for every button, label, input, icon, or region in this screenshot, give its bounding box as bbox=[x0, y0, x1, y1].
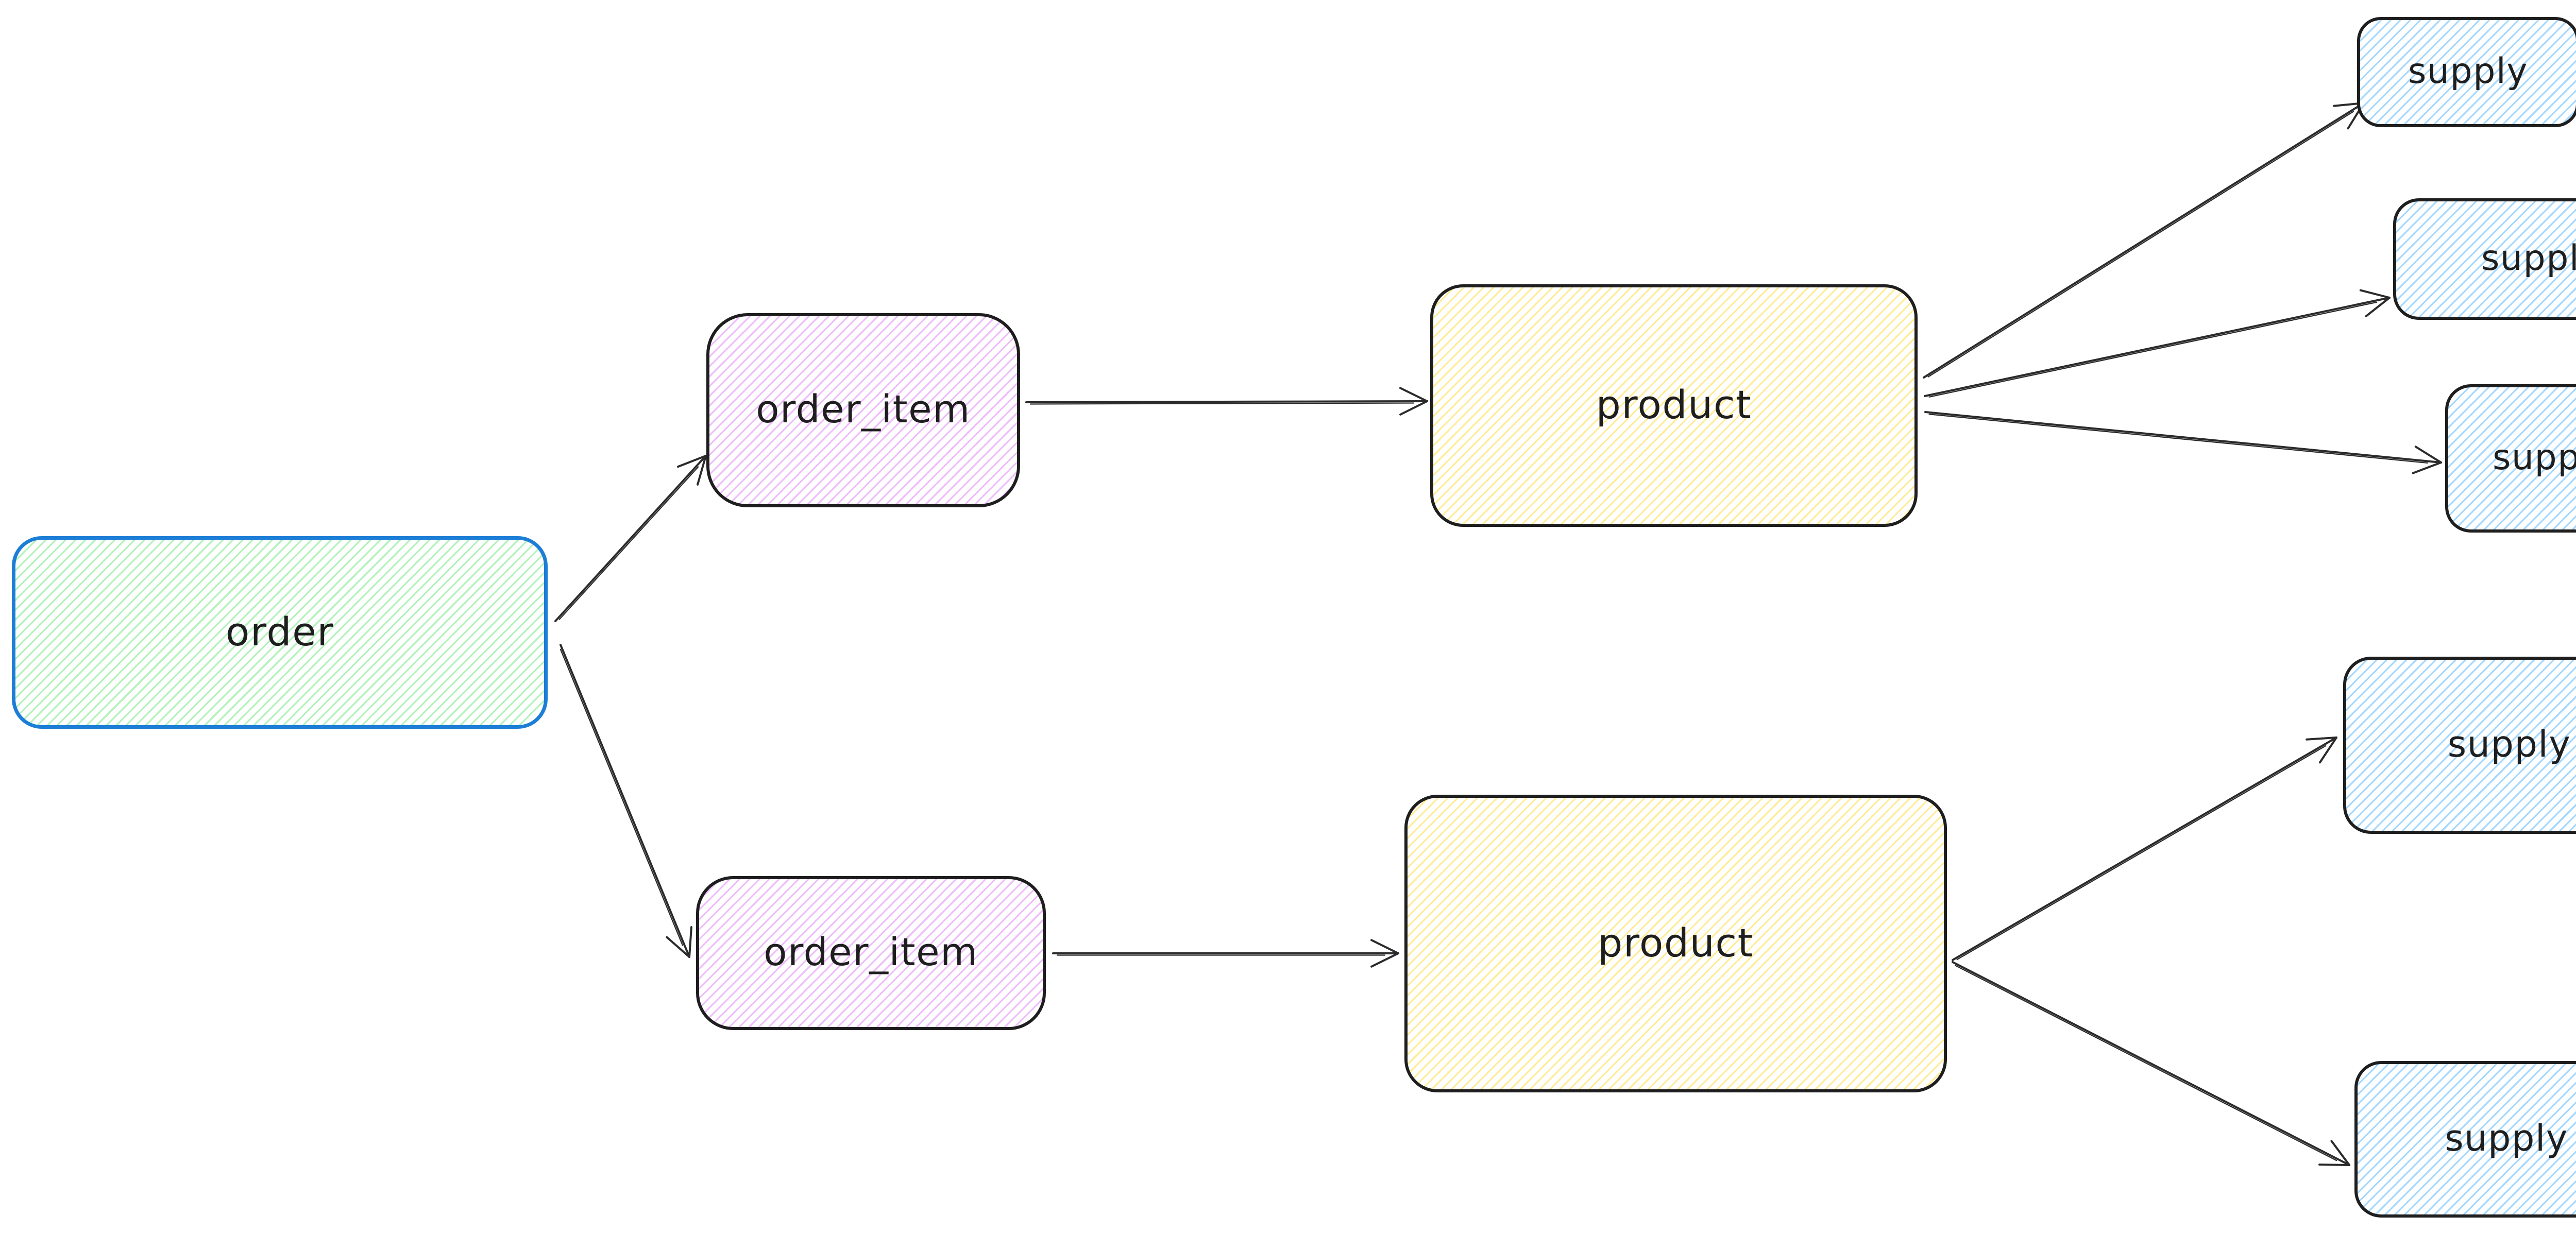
node-supply-4: supply bbox=[2343, 657, 2576, 834]
arrow-product_1-to-supply_2 bbox=[1924, 289, 2391, 398]
arrow-product_1-to-supply_1 bbox=[1923, 102, 2365, 379]
arrow-order-to-order_item_2 bbox=[560, 644, 692, 958]
node-product-1: product bbox=[1430, 284, 1918, 527]
node-supply-2: supply bbox=[2393, 198, 2576, 320]
node-supply-3-label: supply bbox=[2493, 437, 2576, 478]
node-order-item-2: order_item bbox=[696, 876, 1046, 1030]
node-supply-3: supply bbox=[2445, 384, 2576, 533]
arrow-order-to-order_item_1 bbox=[554, 455, 707, 622]
node-supply-1: supply bbox=[2357, 17, 2576, 127]
node-product-1-label: product bbox=[1596, 382, 1752, 427]
arrow-product_2-to-supply_4 bbox=[1952, 737, 2337, 961]
node-order-item-2-label: order_item bbox=[764, 930, 978, 974]
node-supply-5-label: supply bbox=[2445, 1117, 2568, 1159]
node-supply-4-label: supply bbox=[2447, 723, 2571, 765]
node-product-2-label: product bbox=[1598, 919, 1754, 966]
node-supply-2-label: supply bbox=[2481, 237, 2576, 279]
node-product-2: product bbox=[1404, 795, 1947, 1092]
node-supply-5: supply bbox=[2354, 1061, 2576, 1218]
arrow-product_2-to-supply_5 bbox=[1952, 961, 2350, 1166]
node-order-item-1: order_item bbox=[706, 313, 1020, 507]
node-supply-1-label: supply bbox=[2408, 50, 2528, 92]
arrow-order_item_2-to-product_2 bbox=[1052, 939, 1399, 968]
node-order-item-1-label: order_item bbox=[756, 387, 971, 432]
arrow-order_item_1-to-product_1 bbox=[1025, 387, 1428, 416]
node-order-label: order bbox=[225, 608, 334, 655]
node-order: order bbox=[12, 536, 548, 729]
arrow-product_1-to-supply_3 bbox=[1924, 411, 2442, 474]
